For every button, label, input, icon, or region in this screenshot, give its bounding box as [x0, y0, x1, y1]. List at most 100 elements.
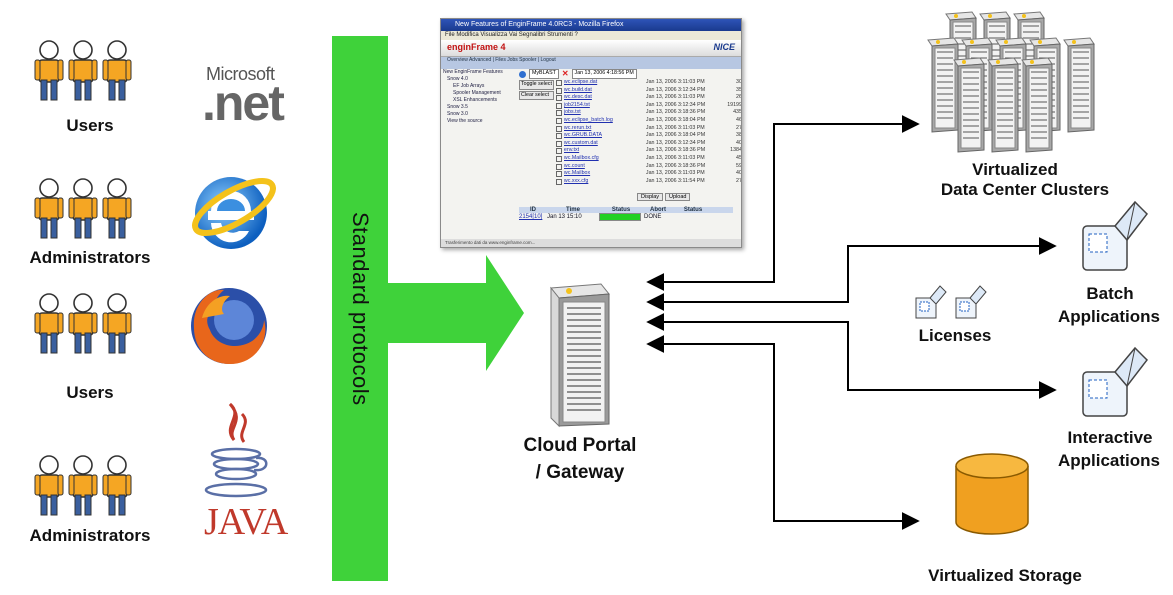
file-name[interactable]: jobs.txt — [563, 109, 581, 116]
file-name[interactable]: job2154.txt — [563, 101, 590, 108]
nav-item[interactable]: Snow 3.0 — [447, 111, 468, 117]
app-header: enginFrame 4 NICE — [441, 40, 741, 57]
file-name[interactable]: wc.desc.dat — [563, 94, 592, 101]
browser-menubar: File Modifica Visualizza Vai Segnalibri … — [441, 31, 741, 40]
person-icon — [68, 455, 98, 516]
file-date: Jan 13, 2006 3:11:03 PM — [645, 94, 705, 101]
job-table-header: ID — [530, 207, 536, 213]
user-group-icons — [34, 178, 132, 240]
file-checkbox[interactable] — [555, 140, 562, 147]
person-icon — [102, 40, 132, 101]
server-rack-icon — [987, 57, 1019, 153]
file-name[interactable]: wc.rerun.txt — [563, 124, 592, 131]
file-checkbox[interactable] — [555, 87, 562, 94]
person-icon — [34, 293, 64, 354]
file-row[interactable]: wc.build.dat Jan 13, 2006 3:12:34 PM 35 — [554, 86, 742, 95]
person-icon — [34, 40, 64, 101]
person-icon — [102, 178, 132, 239]
protocol-to-portal-arrow — [386, 255, 524, 371]
licenses-icon — [912, 282, 996, 322]
file-date: Jan 13, 2006 3:18:36 PM — [645, 109, 706, 116]
file-checkbox[interactable] — [555, 148, 562, 155]
standard-protocols-bar — [332, 36, 388, 581]
nav-item[interactable]: EF Job Arrays — [453, 83, 485, 89]
datacenter-cluster-icon — [927, 11, 1095, 153]
storage-label: Virtualized Storage — [928, 566, 1082, 585]
file-row[interactable]: jobs.txt Jan 13, 2006 3:18:36 PM 435 — [554, 109, 742, 117]
file-checkbox[interactable] — [555, 110, 562, 117]
person-icon — [68, 293, 98, 354]
nav-item[interactable]: View the source — [447, 118, 483, 124]
application-window-icon — [1082, 346, 1148, 417]
app-brand: enginFrame 4 — [447, 42, 506, 52]
java-logo: JAVA — [200, 396, 288, 546]
file-checkbox[interactable] — [555, 102, 562, 109]
file-checkbox[interactable] — [555, 178, 562, 185]
file-checkbox[interactable] — [555, 95, 562, 102]
spooler-select[interactable]: MyBLAST — [529, 69, 559, 79]
file-checkbox[interactable] — [555, 171, 562, 178]
person-icon — [68, 40, 98, 101]
server-rack-icon — [1063, 37, 1095, 133]
nav-item[interactable]: XSL Enhancements — [453, 97, 498, 103]
licenses-label: Licenses — [918, 326, 992, 345]
file-size: 35 — [736, 86, 742, 93]
file-name[interactable]: wc.GRUB.DATA — [563, 132, 602, 139]
application-window-icon — [1082, 200, 1148, 271]
nav-item[interactable]: Snow 4.0 — [447, 76, 468, 82]
firefox-logo — [184, 280, 274, 370]
user-group-label: Administrators — [29, 526, 151, 545]
file-row[interactable]: wc.desc.dat Jan 13, 2006 3:11:03 PM 26 — [554, 94, 742, 102]
selection-button[interactable]: Toggle select — [519, 80, 554, 90]
person-icon — [102, 455, 132, 516]
internet-explorer-logo — [186, 165, 276, 255]
job-id[interactable]: 2154[10] — [519, 214, 543, 220]
job-table-header: Status — [611, 207, 631, 213]
file-size: 435 — [733, 109, 742, 116]
file-date: Jan 13, 2006 3:12:34 PM — [645, 86, 706, 93]
clusters-label-line2: Data Center Clusters — [940, 180, 1110, 199]
file-name[interactable]: env.txt — [563, 147, 580, 154]
file-checkbox[interactable] — [555, 117, 562, 124]
file-checkbox[interactable] — [555, 125, 562, 132]
arrow-portal-storage — [646, 335, 920, 530]
file-name[interactable]: wc.eclipse.dat — [563, 79, 598, 85]
file-name[interactable]: wc.Mailbox.cfg — [563, 154, 599, 161]
file-name[interactable]: wc.Mailbox — [563, 170, 591, 177]
arrow-portal-batch — [646, 237, 1057, 311]
file-name[interactable]: wc.eclipse_batch.log — [563, 116, 613, 123]
nav-item[interactable]: New EnginFrame Features — [443, 69, 503, 75]
arrow-portal-clusters — [646, 115, 920, 291]
file-name[interactable]: wc.build.dat — [563, 86, 592, 93]
person-icon — [34, 178, 64, 239]
file-checkbox[interactable] — [555, 80, 562, 86]
job-progress-bar — [599, 213, 641, 221]
file-size: 26 — [736, 94, 742, 101]
person-icon — [68, 178, 98, 239]
file-checkbox[interactable] — [555, 155, 562, 162]
selection-button[interactable]: Clear select — [519, 90, 554, 101]
file-name[interactable]: wc.count — [563, 162, 585, 169]
user-group-icons — [34, 293, 132, 355]
nav-item[interactable]: Spooler Management — [453, 90, 501, 96]
batch-label-line2: Applications — [1057, 307, 1160, 326]
user-group-icons — [34, 455, 132, 517]
close-icon[interactable]: ✕ — [561, 69, 569, 79]
file-size: 19199 — [727, 101, 742, 108]
date-select[interactable]: Jan 13, 2006 4:18:56 PM — [571, 69, 637, 79]
java-wordmark-text: JAVA — [204, 501, 288, 543]
file-name[interactable]: wc.custom.dat — [563, 139, 598, 146]
server-rack-icon — [953, 57, 985, 153]
file-name[interactable]: wc.xxx.cfg — [563, 177, 589, 184]
server-rack-icon — [927, 37, 959, 133]
refresh-icon[interactable] — [519, 70, 526, 78]
file-checkbox[interactable] — [555, 163, 562, 170]
file-date: Jan 13, 2006 3:11:03 PM — [645, 79, 705, 85]
nav-item[interactable]: Snow 3.5 — [447, 104, 468, 110]
portal-server-icon — [550, 283, 610, 428]
file-checkbox[interactable] — [555, 133, 562, 140]
